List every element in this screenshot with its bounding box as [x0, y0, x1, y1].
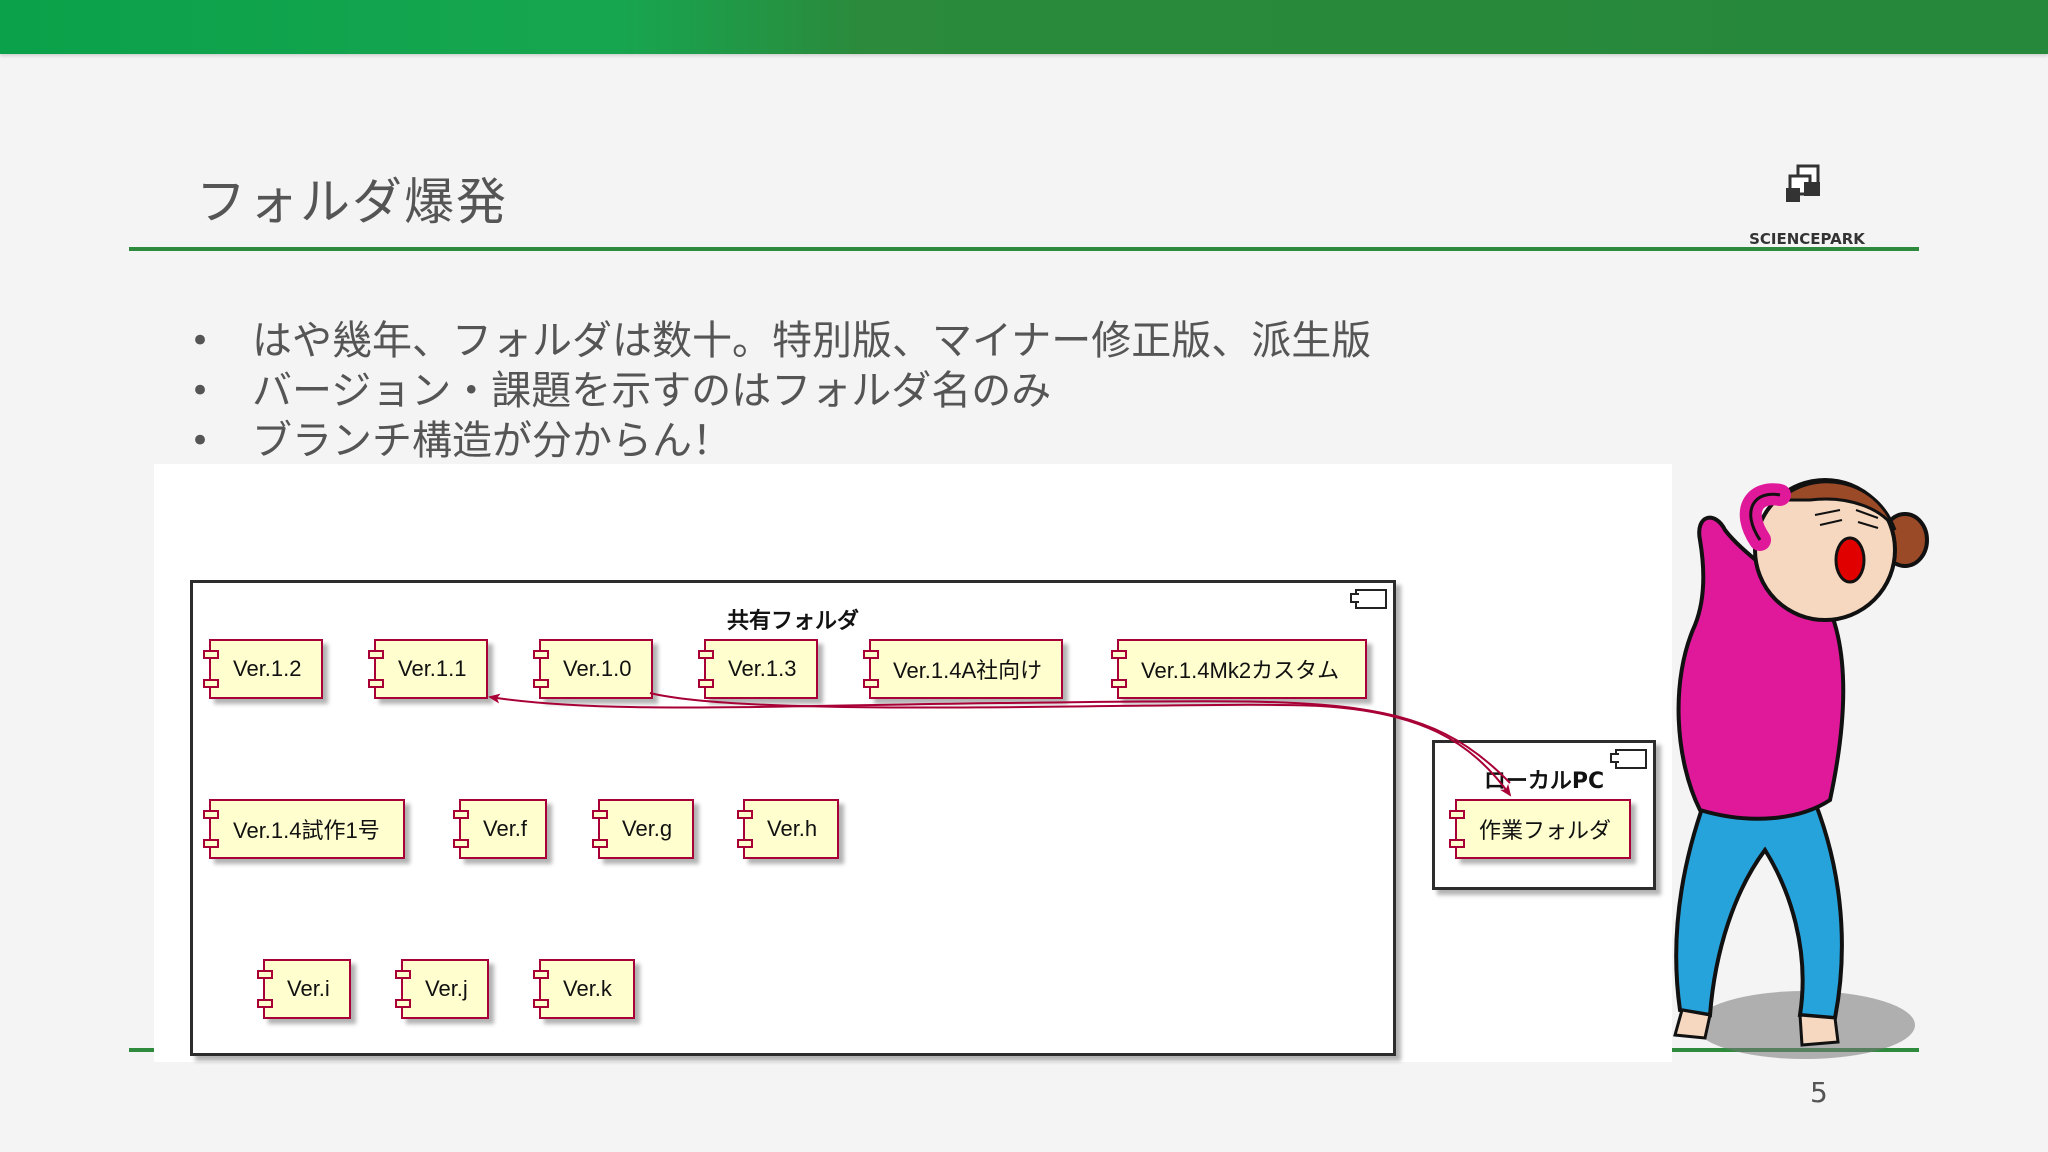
frustrated-character-illustration	[1673, 478, 1929, 1059]
component-icon	[1350, 589, 1387, 609]
top-banner	[0, 0, 2048, 54]
diagram-panel: 共有フォルダ Ver.1.2 Ver.1.1 Ver.1.0 Ver.1.3 V…	[154, 464, 1672, 1062]
bullet-text: はや幾年、フォルダは数十。特別版、マイナー修正版、派生版	[252, 318, 1372, 364]
logo-icon	[1786, 164, 1820, 202]
component-box: Ver.f	[453, 799, 547, 859]
sciencepark-logo: SCIENCEPARK	[1742, 164, 1872, 248]
component-box: Ver.1.3	[698, 639, 818, 699]
bullet-item: •ブランチ構造が分からん！	[190, 418, 732, 464]
component-box: Ver.k	[533, 959, 635, 1019]
logo-text: SCIENCEPARK	[1749, 230, 1865, 248]
component-box: Ver.1.0	[533, 639, 653, 699]
component-box: Ver.1.4試作1号	[203, 799, 405, 859]
title-divider	[129, 247, 1919, 251]
shared-folder-package: 共有フォルダ Ver.1.2 Ver.1.1 Ver.1.0 Ver.1.3 V…	[190, 580, 1396, 1056]
bullet-item: •バージョン・課題を示すのはフォルダ名のみ	[190, 368, 1052, 414]
component-box: Ver.g	[592, 799, 694, 859]
page-number: 5	[1810, 1076, 1828, 1109]
component-box: Ver.1.1	[368, 639, 488, 699]
bullet-text: バージョン・課題を示すのはフォルダ名のみ	[252, 368, 1052, 414]
local-pc-package: ローカルPC 作業フォルダ	[1432, 740, 1656, 890]
component-box: Ver.j	[395, 959, 489, 1019]
component-icon	[1610, 749, 1647, 769]
component-box: Ver.i	[257, 959, 351, 1019]
bullet-list: •はや幾年、フォルダは数十。特別版、マイナー修正版、派生版 •バージョン・課題を…	[190, 316, 1371, 466]
slide-title: フォルダ爆発	[196, 173, 508, 231]
component-box: Ver.1.2	[203, 639, 323, 699]
bullet-text: ブランチ構造が分からん！	[252, 418, 732, 464]
package-title: 共有フォルダ	[726, 609, 859, 634]
component-box: Ver.1.4Mk2カスタム	[1111, 639, 1367, 699]
component-box: 作業フォルダ	[1449, 799, 1631, 859]
component-box: Ver.h	[737, 799, 839, 859]
bullet-item: •はや幾年、フォルダは数十。特別版、マイナー修正版、派生版	[190, 318, 1372, 364]
component-box: Ver.1.4A社向け	[863, 639, 1063, 699]
